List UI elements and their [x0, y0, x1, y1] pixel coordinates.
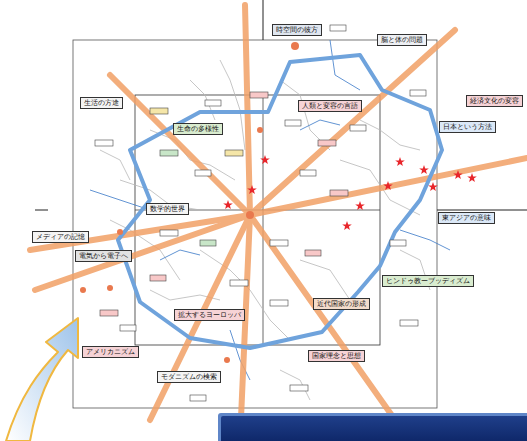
topic-label: 人類と変容の言語	[302, 102, 358, 110]
topic-box: 拡大するヨーロッパ	[174, 309, 245, 321]
topic-label: ヒンドゥ教ーブッディズム	[386, 277, 470, 285]
topic-label: 脳と体の問題	[381, 36, 423, 44]
orange-route	[30, 5, 527, 441]
topic-box: 生活の方途	[80, 97, 123, 109]
topic-box: 近代国家の形成	[313, 298, 370, 310]
topic-box: 東アジアの意味	[438, 212, 495, 224]
topic-label: 生活の方途	[84, 99, 119, 107]
topic-box: 国家理念と思想	[308, 350, 365, 362]
banner-rim	[218, 413, 527, 441]
topic-box: メディアの記憶	[32, 231, 89, 243]
topic-label: 国家理念と思想	[312, 352, 361, 360]
topic-label: 時空間の彼方	[276, 26, 318, 34]
topic-box: 時空間の彼方	[272, 24, 322, 36]
topic-box: アメリカニズム	[82, 346, 139, 358]
topic-label: 拡大するヨーロッパ	[178, 311, 241, 319]
topic-label: 生命の多様性	[177, 125, 219, 133]
topic-box: モダニズムの検索	[157, 371, 221, 383]
topic-box: 電気から電子へ	[75, 250, 132, 262]
topic-label: メディアの記憶	[36, 233, 85, 241]
banner	[221, 416, 527, 441]
small-box	[95, 25, 426, 401]
axis-line	[263, 95, 264, 345]
axis-line	[263, 0, 264, 40]
topic-box: 経済文化の変容	[466, 95, 523, 107]
topic-box: 人類と変容の言語	[298, 100, 362, 112]
topic-box: 日本という方法	[439, 121, 496, 133]
topic-box: 生命の多様性	[173, 123, 223, 135]
topic-box: 数学的世界	[146, 203, 189, 215]
orange-dot	[80, 42, 299, 363]
topic-label: 日本という方法	[443, 123, 492, 131]
topic-box: ヒンドゥ教ーブッディズム	[382, 275, 474, 287]
topic-label: 東アジアの意味	[442, 214, 491, 222]
topic-label: モダニズムの検索	[161, 373, 217, 381]
region-outline	[118, 55, 442, 348]
axis-line	[35, 210, 48, 211]
axis-line	[437, 210, 527, 211]
topic-box: 脳と体の問題	[377, 34, 427, 46]
topic-label: 経済文化の変容	[470, 97, 519, 105]
pointer-arrow	[6, 318, 78, 441]
topic-label: 電気から電子へ	[79, 252, 128, 260]
topic-label: 数学的世界	[150, 205, 185, 213]
topic-label: アメリカニズム	[86, 348, 135, 356]
topic-label: 近代国家の形成	[317, 300, 366, 308]
